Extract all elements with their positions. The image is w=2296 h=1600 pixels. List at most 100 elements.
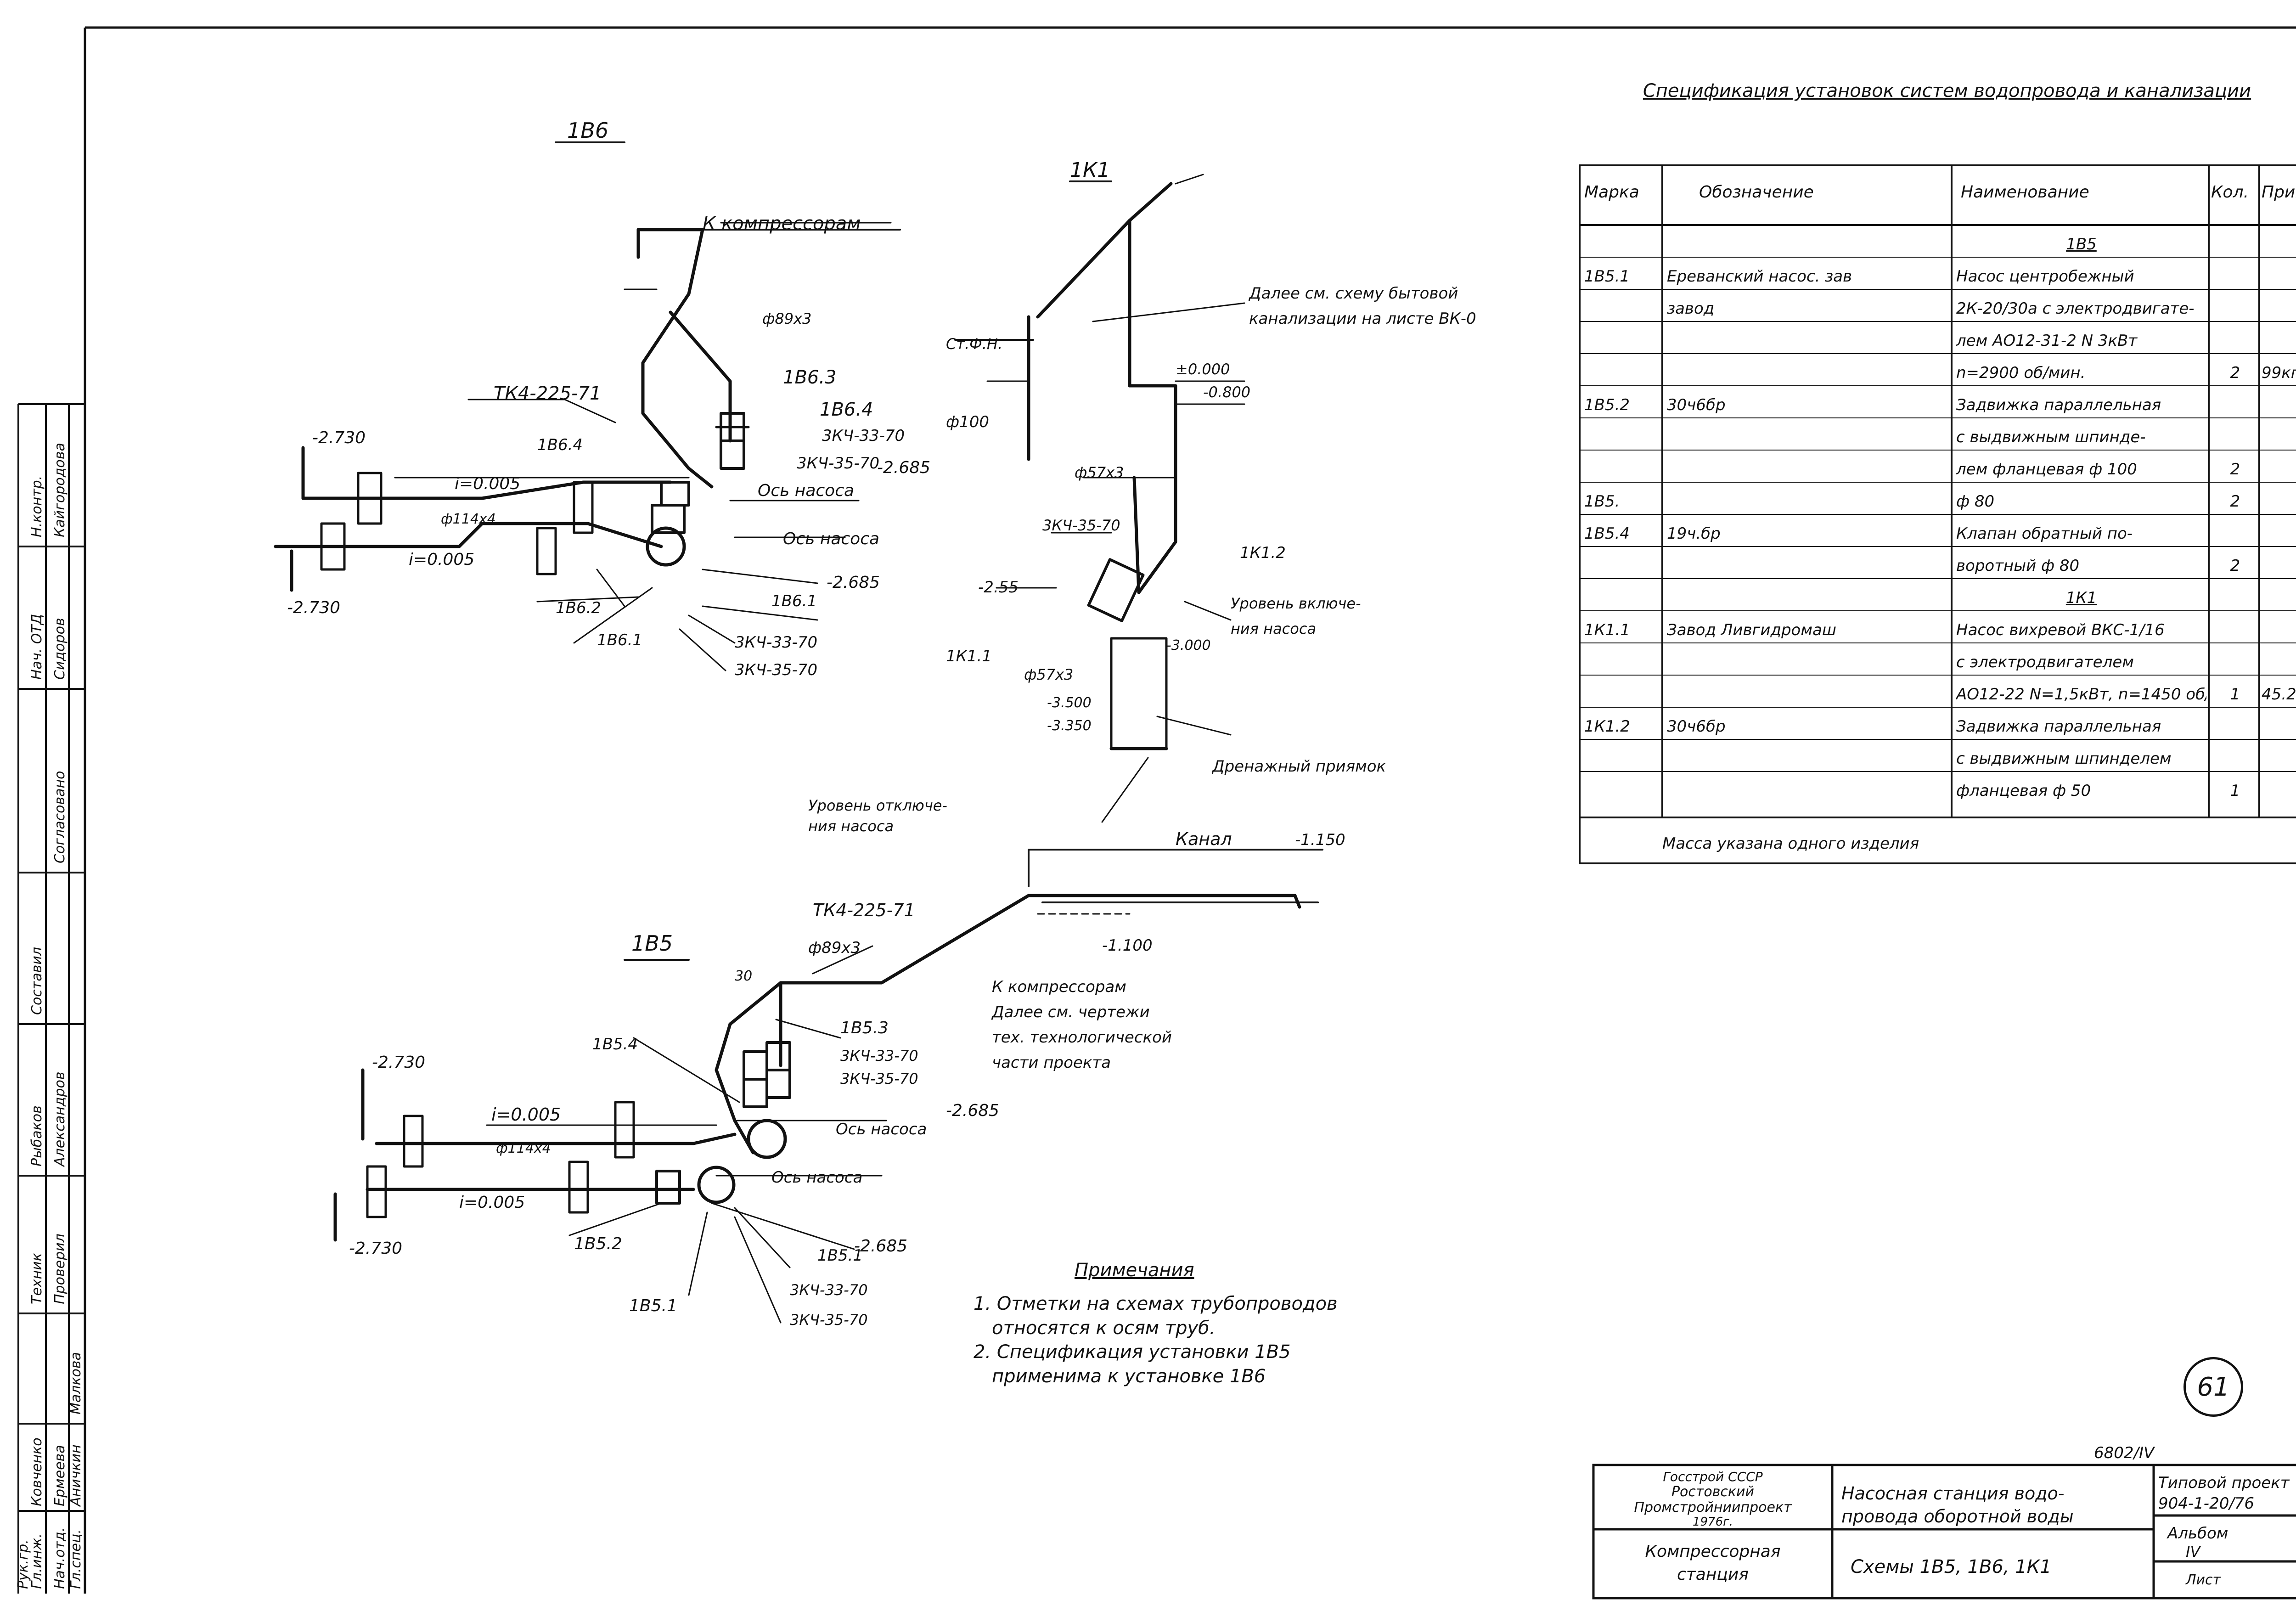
el-350-1k1: -3.350: [1047, 718, 1092, 734]
tag-1b5-3: 1В5.3: [840, 1019, 889, 1037]
tag-1b5-2: 1В5.2: [574, 1234, 622, 1253]
scheme-1b6-title: 1В6: [567, 118, 608, 143]
el-0800-1k1: -0.800: [1203, 383, 1250, 401]
el-2685-1b6b: -2.685: [827, 573, 880, 592]
to-comp-1b5: К компрессорам: [992, 978, 1126, 996]
spec-cell-qty: 2: [2230, 494, 2240, 510]
spec-cell-mark: 1В5.4: [1584, 526, 1630, 542]
d114-1b5: ф114х4: [496, 1140, 551, 1156]
scheme-1b5-labels: 1В5 Канал -1.150 -1.100 ТК4-225-71 ф89х3…: [349, 829, 1345, 1329]
el-3000-1k1: -3.000: [1166, 637, 1211, 654]
mark-35b-1b5: 3КЧ-35-70: [790, 1311, 868, 1329]
side-stamp: [17, 403, 85, 1594]
lvl-off2-1k1: ния насоса: [808, 817, 894, 835]
mark-33-1b5: 3КЧ-33-70: [840, 1047, 918, 1065]
stamp-org1: Госстрой СССР: [1663, 1469, 1762, 1484]
spec-cell-name: с электродвигателем: [1956, 654, 2134, 671]
tag-1b6-2: 1В6.2: [556, 599, 601, 617]
further2-1b5: тех. технологической: [992, 1028, 1172, 1047]
sheet-number-badge: 61: [2183, 1357, 2243, 1417]
el-2685-1b6: -2.685: [877, 458, 930, 477]
tag-1b5-1b: 1В5.1: [817, 1246, 863, 1265]
el-2730-1b5: -2.730: [372, 1053, 425, 1072]
note-line: 2. Спецификация установки 1В5: [974, 1341, 1291, 1363]
spec-cell-name: Клапан обратный по-: [1956, 526, 2133, 542]
el-2685b-1b5: -2.685: [854, 1237, 907, 1256]
ct-label-1k1: Ст.Ф.Н.: [946, 335, 1002, 353]
side-name-3: Малкова: [68, 1352, 84, 1414]
spec-cell-name: 1К1: [2065, 590, 2097, 607]
scheme-1b6-labels: 1В6 К компрессорам ф89х3 ТК4-225-71 1В6.…: [287, 118, 930, 679]
tag-1k1-2: 1К1.2: [1240, 544, 1286, 562]
spec-cell-designation: Ереванский насос. зав: [1667, 269, 1852, 285]
stamp-project1: Насосная станция водо-: [1841, 1483, 2065, 1504]
spec-cell-qty: 2: [2230, 462, 2240, 478]
note-line: применима к установке 1В6: [992, 1366, 1266, 1387]
el-100-1b5: -1.100: [1102, 936, 1153, 955]
spec-header-qty: Кол.: [2211, 184, 2249, 201]
sheet-frame: [84, 26, 2296, 1594]
spec-header-mark: Марка: [1584, 184, 1639, 201]
tag-1b6-1: 1В6.1: [597, 631, 642, 649]
tag-1b6-3: 1В6.3: [783, 367, 837, 388]
side-name-0: Ковченко: [29, 1437, 45, 1506]
stamp-building1: Компрессорная: [1645, 1542, 1781, 1561]
title-block-text: Госстрой СССР Ростовский Промстройниипро…: [1634, 1444, 2290, 1588]
spec-footnote: Масса указана одного изделия: [1662, 836, 1919, 852]
tag-1k1-1: 1К1.1: [946, 647, 992, 665]
spec-cell-designation: 30ч6бр: [1667, 397, 1726, 414]
mark-33b-1b5: 3КЧ-33-70: [790, 1281, 868, 1299]
axis-pump-1b6: Ось насоса: [758, 481, 854, 500]
label-to-compressor-1b6: К компрессорам: [703, 213, 861, 234]
stamp-sheet-label: Лист: [2185, 1572, 2222, 1588]
spec-header-note: Прим: [2262, 184, 2296, 201]
side-top-name-3: Кайгородова: [52, 443, 68, 537]
further3-1b5: части проекта: [992, 1054, 1111, 1072]
d57-1k1: ф57х3: [1075, 464, 1124, 481]
side-top-name-2: Сидоров: [52, 618, 68, 680]
slope2-1b5: i=0.005: [459, 1193, 525, 1212]
channel-1b5: Канал: [1176, 829, 1232, 849]
notes-title: Примечания: [1075, 1260, 1194, 1281]
spec-cell-name: ф 80: [1956, 494, 1995, 510]
el-150-1b5: -1.150: [1295, 831, 1345, 849]
spec-cell-mark: 1К1.2: [1584, 719, 1630, 735]
spec-cell-qty: 1: [2230, 687, 2240, 703]
spec-cell-designation: 19ч.бр: [1667, 526, 1721, 542]
side-top-name-1: Александров: [52, 1071, 68, 1167]
scheme-1b6: [274, 141, 901, 671]
el-255-1k1: -2.55: [978, 578, 1019, 597]
spec-cell-mark: 1В5.1: [1584, 269, 1630, 285]
slope-1b5: i=0.005: [491, 1104, 561, 1125]
spec-cell-name: Насос центробежный: [1956, 269, 2134, 285]
axis-pump-1b6b: Ось насоса: [783, 530, 879, 548]
el-500-1k1: -3.500: [1047, 695, 1092, 711]
spec-cell-note: 99кг: [2262, 365, 2296, 382]
mark-35-1b6b: 3КЧ-35-70: [735, 661, 817, 679]
spec-header-name: Наименование: [1961, 184, 2089, 201]
spec-cell-name: с выдвижным шпинде-: [1956, 429, 2146, 446]
label-d89-1b6: ф89х3: [762, 310, 811, 327]
el-2730b-1b5: -2.730: [349, 1239, 402, 1258]
notes-block: Примечания 1. Отметки на схемах трубопро…: [974, 1258, 1433, 1389]
spec-cell-name: Насос вихревой ВКС-1/16: [1956, 622, 2165, 639]
stamp-code: 6802/IV: [2094, 1444, 2155, 1462]
spec-cell-mark: 1В5.: [1584, 494, 1620, 510]
scheme-1b5-title: 1В5: [631, 931, 673, 956]
axis-pump2-1b5: Ось насоса: [771, 1168, 862, 1187]
spec-cell-name: фланцевая ф 50: [1956, 783, 2091, 800]
spec-cell-name: воротный ф 80: [1956, 558, 2080, 575]
title-block-grid: [1592, 1464, 2296, 1600]
tag-1b5-4: 1В5.4: [592, 1035, 638, 1054]
tag-1b6-4b: 1В6.4: [537, 436, 583, 454]
slope-1b6b: i=0.005: [409, 550, 474, 569]
spec-cell-qty: 2: [2230, 365, 2240, 382]
levels2-1k1: ния насоса: [1231, 620, 1316, 637]
d89-1b5: ф89х3: [808, 939, 861, 957]
tag-1b6-1b: 1В6.1: [771, 592, 817, 610]
tag-1b5-1: 1В5.1: [629, 1296, 677, 1315]
spec-cell-name: Задвижка параллельная: [1956, 397, 2161, 414]
stamp-type-number: 904-1-20/76: [2158, 1494, 2254, 1513]
spec-header-designation: Обозначение: [1699, 184, 1814, 201]
mark-35-1k1: 3КЧ-35-70: [1042, 517, 1120, 534]
